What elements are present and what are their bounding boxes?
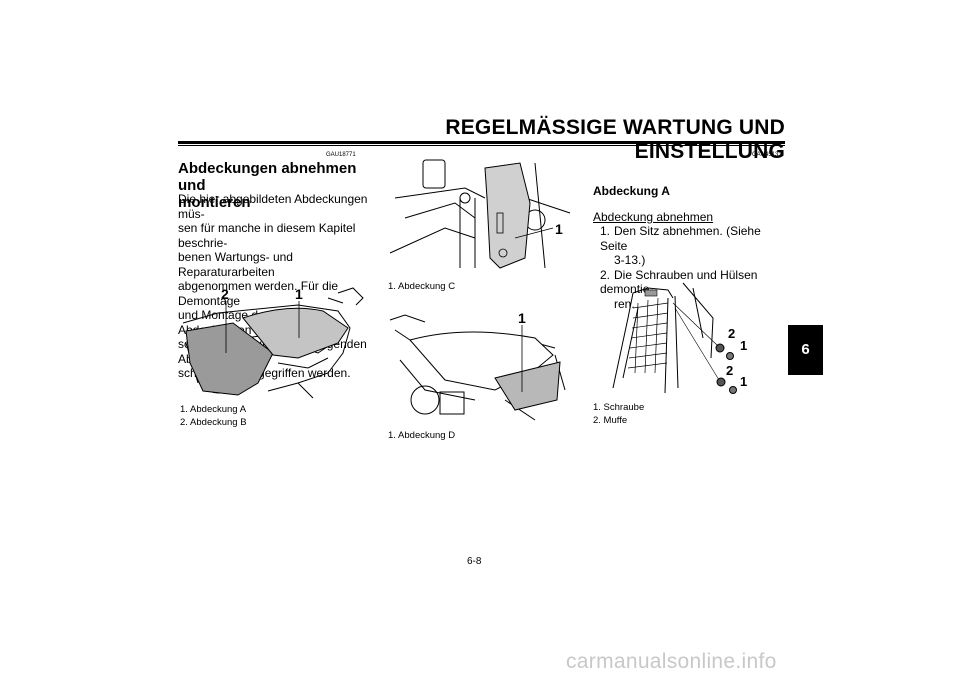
chapter-tab: 6 [788,325,823,375]
figure-screws-collars: 2 1 2 1 [612,282,747,394]
callout-label: 2 [726,363,733,378]
caption-item: 1. Abdeckung D [388,430,456,441]
watermark: carmanualsonline.info [566,650,777,673]
caption-list: 1. Abdeckung A 2. Abdeckung B [180,404,247,429]
cover-a-shape [242,307,349,359]
figure-covers-a-b: 2 1 [182,286,364,399]
step-line: 3-13.) [614,253,646,267]
caption-list: 1. Schraube 2. Muffe [593,402,644,427]
screw-collar-upper [715,343,734,360]
intro-line: sen für manche in diesem Kapitel beschri… [178,221,356,250]
intro-line: Die hier abgebildeten Abdeckungen müs- [178,192,368,221]
section-code: GAU45131 [752,152,782,158]
section-title: Abdeckungen abnehmen und montieren [178,160,373,211]
page-number: 6-8 [467,556,482,567]
callout-label: 1 [555,221,563,237]
section-title-line1: Abdeckungen abnehmen und [178,160,357,194]
screw-collar-lower [716,377,737,394]
header-rule-thin [178,145,785,146]
figure-cover-c: 1 [389,159,571,269]
callout-label: 1 [295,286,303,302]
callout-label: 2 [221,286,229,302]
step-line: ren. [614,296,635,311]
cover-c-shape [484,162,531,269]
figure-cover-d: 1 [389,310,566,421]
callout-label: 1 [518,310,526,326]
step-item: 2.Die Schrauben und Hülsen demontie- [600,267,758,297]
header-rule [178,141,785,144]
cover-d-shape [494,361,561,411]
cover-b-shape [185,322,274,396]
section-title-line2: montieren [178,194,251,211]
caption-item: 1. Abdeckung C [388,281,456,292]
caption-item: 1. Abdeckung A [180,404,247,415]
step-list: 1.Den Sitz abnehmen. (Siehe Seite 3-13.)… [600,224,790,311]
section-code: GAU18771 [326,152,356,158]
callout-label: 2 [728,326,735,341]
step-item: 1.Den Sitz abnehmen. (Siehe Seite [600,224,761,253]
intro-line: benen Wartungs- und Reparaturarbeiten [178,250,293,279]
intro-line: abgenommen werden. Für die Demontage [178,279,339,308]
caption-item: 2. Abdeckung B [180,416,247,428]
subheading: Abdeckung A [593,184,670,198]
callout-label: 1 [740,374,747,389]
page-header-title: REGELMÄSSIGE WARTUNG UND EINSTELLUNG [445,116,785,163]
callout-label: 1 [740,338,747,353]
caption-item: 2. Muffe [593,414,628,426]
caption-item: 1. Schraube [593,402,645,413]
procedure-heading: Abdeckung abnehmen [593,210,714,224]
